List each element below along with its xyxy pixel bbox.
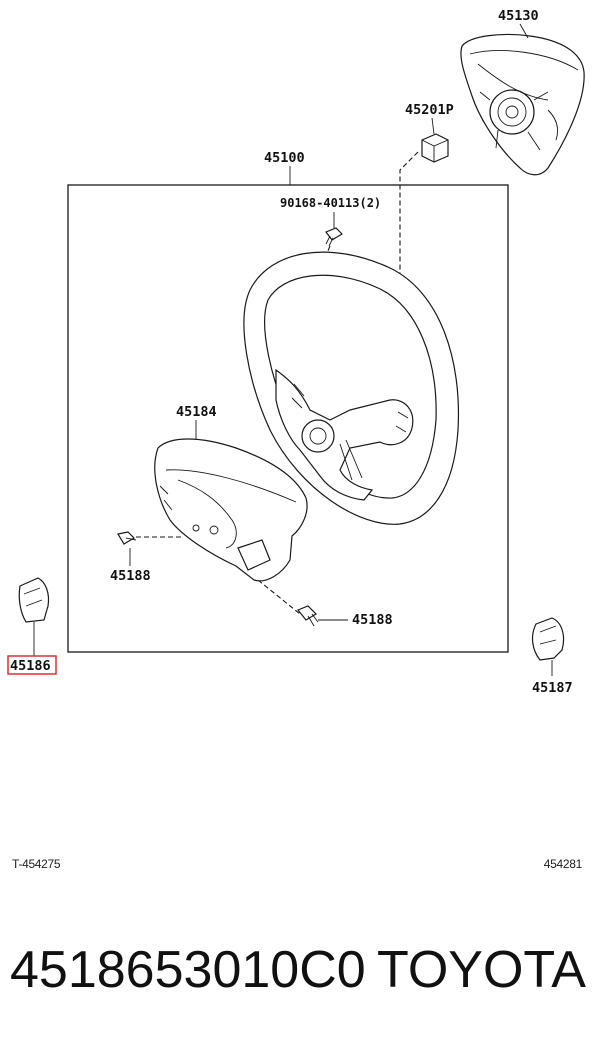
label-45100: 45100 bbox=[264, 150, 305, 166]
steering-wheel-45100[interactable] bbox=[243, 251, 460, 525]
footer-part-number: 4518653010C0 bbox=[10, 941, 366, 999]
parts-diagram: 45130 45201P 45100 90168-40113(2) 45184 bbox=[7, 8, 585, 696]
reference-code-left: T-454275 bbox=[12, 857, 61, 871]
label-45188-left: 45188 bbox=[110, 568, 151, 584]
reference-code-right: 454281 bbox=[543, 857, 583, 871]
label-45188-right: 45188 bbox=[352, 612, 393, 628]
cover-45187[interactable] bbox=[531, 617, 565, 661]
label-45184: 45184 bbox=[176, 404, 217, 420]
screw-45188-right[interactable] bbox=[297, 605, 319, 627]
footer-brand: TOYOTA bbox=[377, 941, 586, 999]
highlight-box-45186 bbox=[7, 655, 57, 675]
label-45201P: 45201P bbox=[405, 102, 454, 118]
screw-90168-40113[interactable] bbox=[325, 227, 343, 247]
screw-45188-left[interactable] bbox=[117, 531, 137, 545]
label-90168-40113: 90168-40113(2) bbox=[280, 196, 381, 210]
lower-cover-45184[interactable] bbox=[154, 438, 308, 582]
assembly-frame bbox=[67, 184, 509, 653]
label-45130: 45130 bbox=[498, 8, 539, 24]
label-45186[interactable]: 45186 bbox=[10, 658, 51, 674]
label-45187: 45187 bbox=[532, 680, 573, 696]
cover-45186[interactable] bbox=[18, 577, 50, 623]
airbag-module-45130[interactable] bbox=[460, 33, 585, 176]
nut-45201P[interactable] bbox=[421, 133, 449, 163]
